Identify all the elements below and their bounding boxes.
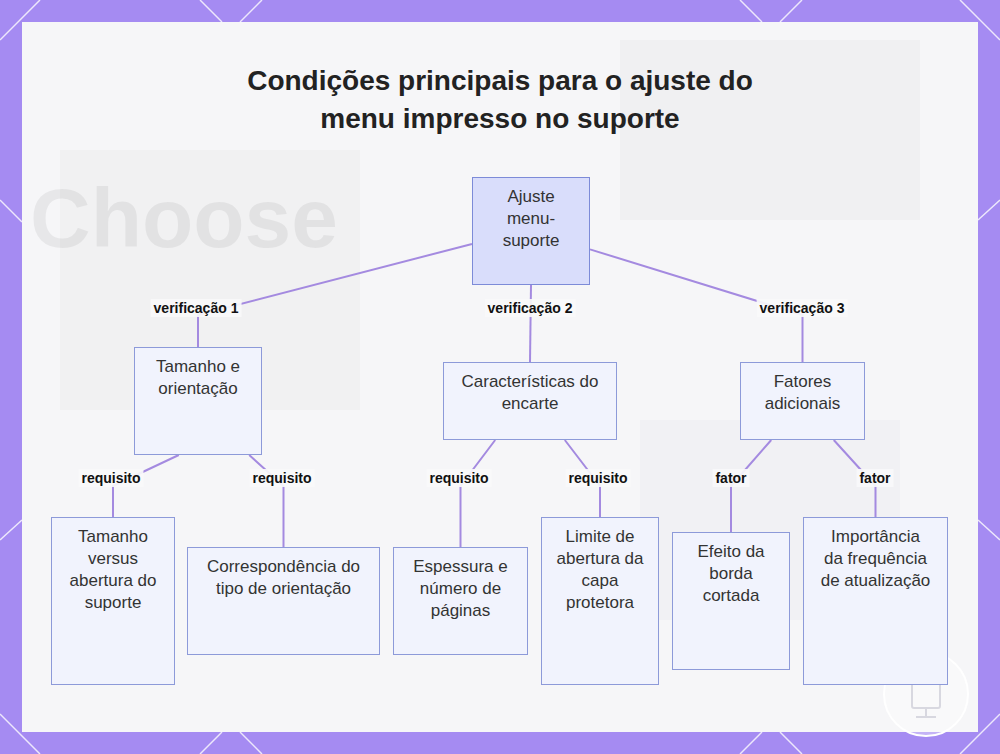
edge-label: verificação 3 xyxy=(757,299,848,317)
node-text: Ajuste menu-suporte xyxy=(496,186,566,252)
edge-label: requisito xyxy=(426,469,491,487)
concept-box: Importância da frequência de atualização xyxy=(803,517,948,685)
watermark: Choose xyxy=(30,170,338,267)
edge-label: verificação 2 xyxy=(485,299,576,317)
edge-label: fator xyxy=(712,469,749,487)
edge-label: fator xyxy=(856,469,893,487)
concept-box: Tamanho versus abertura do suporte xyxy=(51,517,175,685)
concept-box: Espessura e número de páginas xyxy=(393,547,528,655)
connector-line xyxy=(198,244,472,347)
node-text: Tamanho versus abertura do suporte xyxy=(68,526,158,614)
node-text: Limite de abertura da capa protetora xyxy=(550,526,650,614)
diagram-title: Condições principais para o ajuste do me… xyxy=(220,62,780,138)
concept-box: Limite de abertura da capa protetora xyxy=(541,517,659,685)
concept-box: Efeito da borda cortada xyxy=(672,532,790,670)
concept-box: Correspondência do tipo de orientação xyxy=(187,547,380,655)
edge-label: verificação 1 xyxy=(151,299,242,317)
node-text: Importância da frequência de atualização xyxy=(821,526,931,592)
panel-background xyxy=(22,22,978,732)
concept-box: Fatores adicionais xyxy=(740,362,865,440)
concept-box: Características do encarte xyxy=(443,362,617,440)
connector-line xyxy=(530,285,531,362)
edge-label: requisito xyxy=(565,469,630,487)
node-text: Fatores adicionais xyxy=(753,371,853,415)
concept-box: Tamanho e orientação xyxy=(134,347,262,455)
connector-line xyxy=(461,440,496,547)
edge-label: requisito xyxy=(78,469,143,487)
node-text: Correspondência do tipo de orientação xyxy=(204,556,364,600)
node-text: Efeito da borda cortada xyxy=(691,541,771,607)
node-text: Tamanho e orientação xyxy=(153,356,243,400)
root-box: Ajuste menu-suporte xyxy=(472,177,590,285)
edge-label: requisito xyxy=(249,469,314,487)
node-text: Características do encarte xyxy=(460,371,600,415)
node-text: Espessura e número de páginas xyxy=(411,556,511,622)
